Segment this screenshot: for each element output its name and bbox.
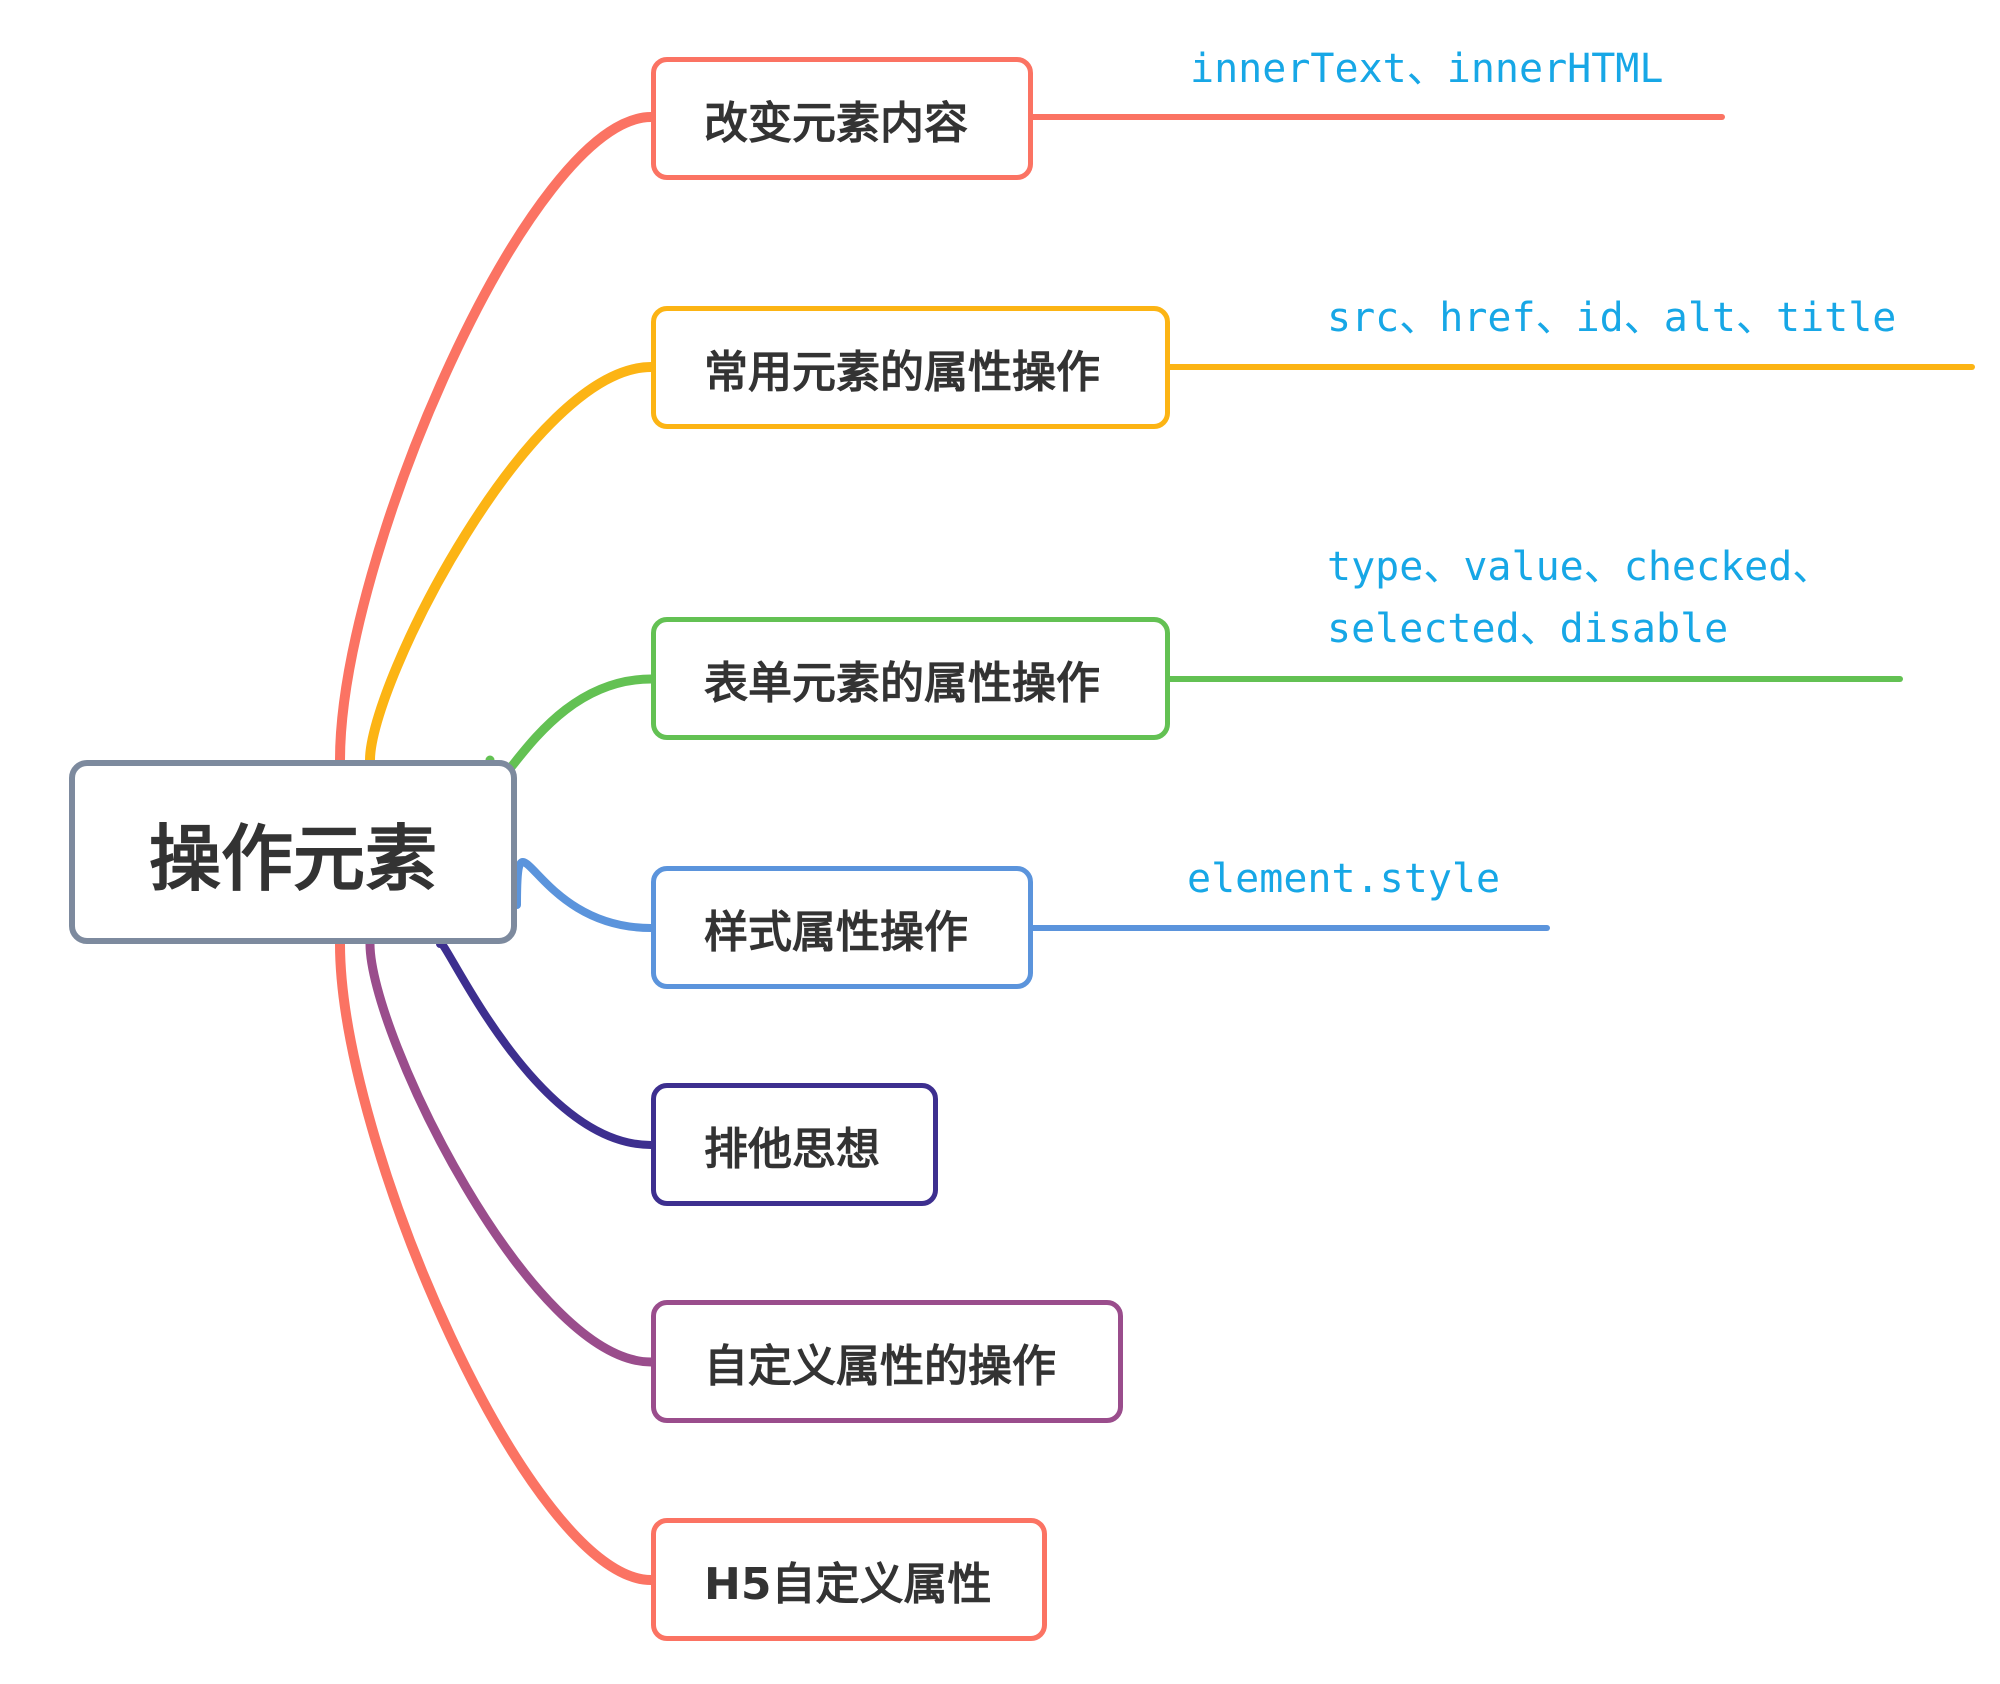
branch-node-style-attr: 样式属性操作 bbox=[651, 866, 1033, 989]
note-change-content: innerText、innerHTML bbox=[1190, 38, 1663, 100]
connector-custom-attr bbox=[365, 939, 656, 1367]
branch-label: 样式属性操作 bbox=[704, 906, 968, 958]
branch-label: 排他思想 bbox=[704, 1123, 880, 1175]
connector-change-content bbox=[335, 112, 656, 765]
branch-node-form-attr: 表单元素的属性操作 bbox=[651, 617, 1170, 740]
connector-form-attr bbox=[485, 674, 656, 787]
branch-node-exclusive-idea: 排他思想 bbox=[651, 1083, 938, 1206]
branch-label: 自定义属性的操作 bbox=[704, 1340, 1056, 1392]
branch-node-change-content: 改变元素内容 bbox=[651, 57, 1033, 180]
note-line: type、value、checked、 bbox=[1327, 544, 1833, 590]
note-line: src、href、id、alt、title bbox=[1327, 295, 1897, 341]
branch-label: 改变元素内容 bbox=[704, 97, 968, 149]
connector-common-attr bbox=[365, 362, 656, 765]
connector-h5-custom-attr bbox=[335, 939, 656, 1585]
note-line: selected、disable bbox=[1327, 606, 1729, 652]
connector-exclusive-idea bbox=[436, 938, 655, 1149]
connector-style-attr bbox=[513, 858, 655, 932]
branch-node-common-attr: 常用元素的属性操作 bbox=[651, 306, 1170, 429]
branch-node-h5-custom-attr: H5自定义属性 bbox=[651, 1518, 1047, 1641]
note-form-attr: type、value、checked、 selected、disable bbox=[1327, 536, 1832, 660]
note-common-attr: src、href、id、alt、title bbox=[1327, 287, 1896, 349]
note-line: innerText、innerHTML bbox=[1190, 46, 1664, 92]
root-node: 操作元素 bbox=[69, 760, 517, 944]
branch-label: 常用元素的属性操作 bbox=[704, 346, 1100, 398]
branch-label: 表单元素的属性操作 bbox=[704, 657, 1100, 709]
root-node-label: 操作元素 bbox=[148, 816, 437, 901]
note-style-attr: element.style bbox=[1187, 848, 1500, 910]
branch-label: H5自定义属性 bbox=[704, 1558, 992, 1610]
note-line: element.style bbox=[1187, 856, 1501, 902]
branch-node-custom-attr: 自定义属性的操作 bbox=[651, 1300, 1123, 1423]
